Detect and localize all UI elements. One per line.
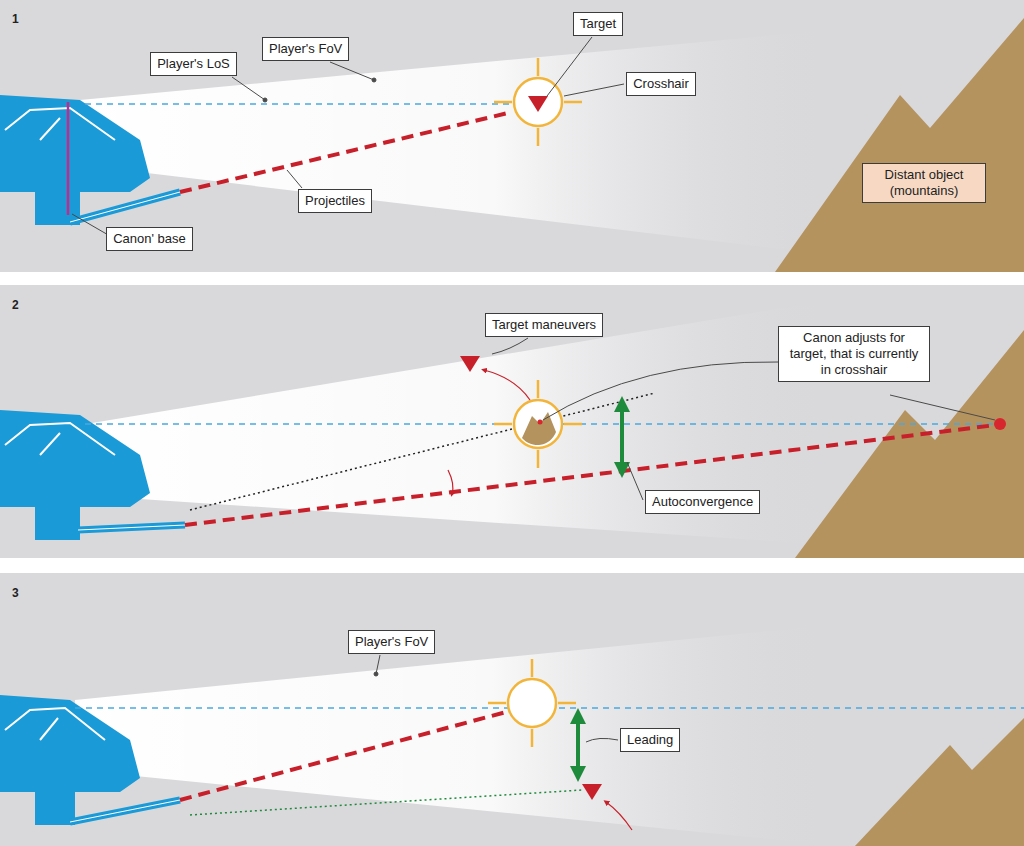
callout-text: Crosshair — [633, 76, 689, 92]
callout-text: Autoconvergence — [652, 494, 753, 510]
callout-text: Projectiles — [305, 193, 365, 209]
leading-callout: Leading — [620, 728, 680, 752]
fov-callout: Player's FoV — [262, 37, 349, 61]
panel-number: 2 — [12, 298, 19, 312]
previous-aim — [190, 393, 655, 510]
line-of-sight — [85, 103, 512, 105]
leading-arrow — [576, 716, 580, 774]
crosshair — [494, 58, 582, 146]
adjust-callout: Canon adjusts for target, that is curren… — [778, 326, 930, 382]
target-symbol — [582, 784, 602, 800]
callout-text: Canon' base — [113, 231, 186, 247]
callout-text: Target maneuvers — [492, 317, 596, 333]
callout-text: Canon adjusts for target, that is curren… — [785, 330, 923, 378]
crosshair-callout: Crosshair — [626, 72, 696, 96]
panel-ground — [0, 285, 1024, 558]
maneuver-arrow — [606, 802, 632, 830]
projectiles-callout: Projectiles — [298, 189, 372, 213]
projectile-path — [180, 112, 512, 192]
target-line — [190, 790, 582, 815]
aim-point — [538, 420, 543, 425]
target-symbol — [460, 356, 480, 372]
callout-text: Player's LoS — [157, 56, 230, 72]
panel-ground — [0, 0, 1024, 272]
crosshair — [488, 659, 576, 747]
callout-text: Player's FoV — [269, 41, 342, 57]
callout-text: Player's FoV — [355, 634, 428, 650]
vehicle — [0, 410, 185, 540]
autoconvergence-callout: Autoconvergence — [645, 490, 760, 514]
callout-text: Target — [580, 16, 616, 32]
fov-callout: Player's FoV — [348, 630, 435, 654]
leader-lines — [72, 37, 624, 236]
field-of-view — [80, 30, 830, 255]
maneuver-callout: Target maneuvers — [485, 313, 603, 337]
maneuver-arrow — [484, 370, 530, 400]
mountains — [855, 718, 1024, 846]
mountains — [775, 18, 1024, 272]
panel-number: 1 — [12, 12, 19, 26]
cannon-base-callout: Canon' base — [106, 227, 193, 251]
distant-object-callout: Distant object (mountains) — [862, 163, 986, 203]
target-callout: Target — [573, 12, 623, 36]
panel-number: 3 — [12, 586, 19, 600]
projectile-path — [185, 425, 996, 525]
field-of-view — [75, 625, 830, 845]
callout-text: Leading — [627, 732, 673, 748]
mountain-in-crosshair — [522, 412, 556, 445]
impact-point — [994, 418, 1006, 430]
panel-ground — [0, 573, 1024, 846]
vehicle — [0, 695, 180, 825]
target-symbol — [528, 96, 548, 112]
field-of-view — [80, 300, 830, 545]
projectile-path — [180, 712, 506, 800]
adjust-arrow — [448, 470, 453, 494]
los-callout: Player's LoS — [150, 52, 237, 76]
leader-lines — [374, 655, 618, 742]
vehicle — [0, 95, 180, 225]
callout-text: Distant object (mountains) — [869, 167, 979, 199]
autoconvergence-arrow — [620, 404, 624, 470]
crosshair — [494, 380, 582, 468]
